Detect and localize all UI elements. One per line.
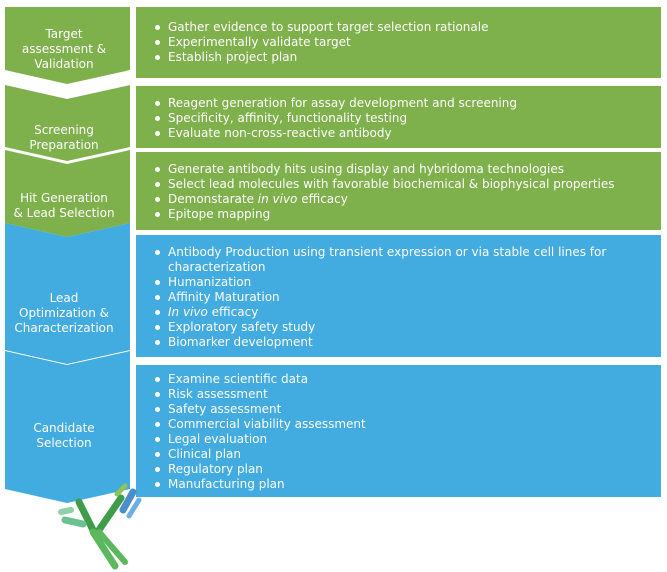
stage-1-chevron: Target assessment & Validation (5, 7, 131, 84)
list-item: Clinical plan (155, 447, 651, 462)
item-italic-text: In vivo (168, 305, 208, 319)
stage-1-panel: Gather evidence to support target select… (136, 7, 661, 78)
list-item: In vivo efficacy (155, 305, 651, 320)
list-item: Safety assessment (155, 402, 651, 417)
item-italic-text: in vivo (257, 192, 298, 206)
label-line: & Lead Selection (13, 206, 115, 220)
stage-4-panel: Antibody Production using transient expr… (136, 235, 661, 357)
stage-5-label: Candidate Selection (5, 421, 123, 451)
stage-5-chevron: Candidate Selection (5, 351, 131, 503)
list-item: Affinity Maturation (155, 290, 651, 305)
label-line: Selection (36, 436, 92, 450)
list-item: Evaluate non-cross-reactive antibody (155, 126, 651, 141)
label-line: Characterization (14, 321, 114, 335)
list-item: Epitope mapping (155, 207, 651, 222)
list-item: Exploratory safety study (155, 320, 651, 335)
label-line: Candidate (33, 421, 95, 435)
label-line: Lead (49, 291, 79, 305)
label-line: Screening (34, 123, 94, 137)
stage-2-panel: Reagent generation for assay development… (136, 86, 661, 148)
antibody-icon (58, 483, 142, 570)
list-item: Regulatory plan (155, 462, 651, 477)
list-item: Gather evidence to support target select… (155, 20, 651, 35)
stage-4-label: Lead Optimization & Characterization (5, 291, 123, 336)
chevron-shape (5, 7, 130, 84)
list-item: Commercial viability assessment (155, 417, 651, 432)
label-line: assessment & (21, 42, 107, 56)
list-item: Antibody Production using transient expr… (155, 245, 651, 275)
list-item: Generate antibody hits using display and… (155, 162, 651, 177)
list-item: Experimentally validate target (155, 35, 651, 50)
label-line: Optimization & (19, 306, 109, 320)
list-item: Establish project plan (155, 50, 651, 65)
chevron-shape (5, 351, 130, 503)
list-item: Select lead molecules with favorable bio… (155, 177, 651, 192)
list-item: Manufacturing plan (155, 477, 651, 492)
list-item: Reagent generation for assay development… (155, 96, 651, 111)
stage-3-chevron: Hit Generation & Lead Selection (5, 150, 131, 237)
item-text: efficacy (207, 305, 259, 319)
list-item: Humanization (155, 275, 651, 290)
list-item: Biomarker development (155, 335, 651, 350)
list-item: Risk assessment (155, 387, 651, 402)
chevron-shape (5, 150, 130, 237)
list-item: Demonstarate in vivo efficacy (155, 192, 651, 207)
list-item: Legal evaluation (155, 432, 651, 447)
chevron-shape (5, 85, 130, 161)
list-item: Specificity, affinity, functionality tes… (155, 111, 651, 126)
label-line: Preparation (29, 138, 99, 152)
stage-4-chevron: Lead Optimization & Characterization (5, 223, 131, 364)
stage-2-label: Screening Preparation (5, 123, 123, 153)
item-text: Demonstarate (168, 192, 258, 206)
chevron-shape (5, 223, 130, 364)
label-line: Target (45, 27, 83, 41)
list-item: Examine scientific data (155, 372, 651, 387)
stage-3-label: Hit Generation & Lead Selection (5, 191, 123, 221)
stage-5-panel: Examine scientific data Risk assessment … (136, 365, 661, 497)
label-line: Validation (34, 57, 94, 71)
item-text: efficacy (297, 192, 348, 206)
stage-2-chevron: Screening Preparation (5, 85, 131, 161)
stage-3-panel: Generate antibody hits using display and… (136, 152, 661, 230)
stage-1-label: Target assessment & Validation (5, 27, 123, 72)
label-line: Hit Generation (20, 191, 108, 205)
